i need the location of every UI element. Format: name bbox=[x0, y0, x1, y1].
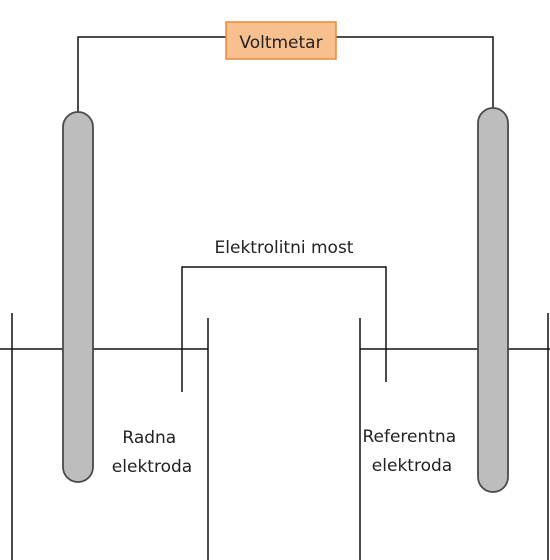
reference-electrode bbox=[477, 107, 509, 493]
working-electrode-label: Radna elektroda bbox=[112, 428, 192, 477]
reference-electrode-label-line-2: elektroda bbox=[372, 456, 452, 476]
reference-electrode-label: Referentna elektroda bbox=[362, 427, 461, 476]
reference-cell-beaker bbox=[359, 313, 550, 560]
salt-bridge-label: Elektrolitni most bbox=[215, 238, 354, 258]
salt-bridge bbox=[181, 266, 387, 392]
working-electrode-label-line-1: Radna bbox=[122, 428, 176, 448]
working-cell-beaker bbox=[0, 313, 209, 560]
wire-right bbox=[336, 36, 494, 112]
voltmeter-label: Voltmetar bbox=[239, 33, 322, 53]
working-electrode bbox=[62, 111, 94, 483]
voltmeter: Voltmetar bbox=[225, 21, 337, 60]
working-electrode-label-line-2: elektroda bbox=[112, 457, 192, 477]
reference-electrode-label-line-1: Referentna bbox=[362, 427, 456, 447]
wire-left bbox=[77, 36, 226, 118]
voltmeter-box bbox=[225, 21, 337, 60]
